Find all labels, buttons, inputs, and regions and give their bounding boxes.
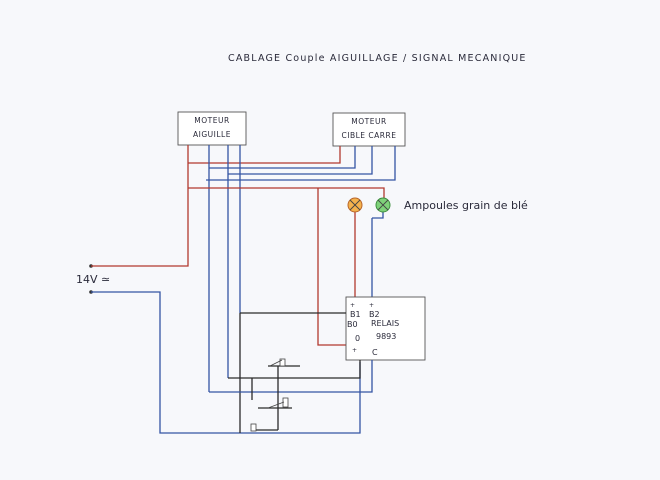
wire-blue-top3 [206, 146, 396, 181]
motor-switch-line2: AIGUILLE [193, 130, 231, 139]
diagram-title: CABLAGE Couple AIGUILLAGE / SIGNAL MECAN… [228, 53, 527, 64]
motor-target-line1: MOTEUR [351, 117, 386, 126]
orange-lamp-icon [347, 197, 363, 213]
wire-red-supply [91, 188, 189, 267]
green-lamp-icon [375, 197, 391, 213]
relay-name: RELAIS [371, 319, 399, 328]
motor-switch-box: MOTEUR AIGUILLE [177, 111, 247, 146]
relay-plus3: + [352, 347, 357, 354]
relay-box: + + B1 B2 B0 RELAIS 9893 0 C + [345, 296, 426, 361]
motor-switch-line1: MOTEUR [194, 116, 229, 125]
relay-plus2: + [369, 302, 374, 309]
wire-red-top [188, 146, 341, 164]
lamps: Ampoules grain de blé [317, 188, 528, 346]
wire-red-orange-lamp [317, 188, 356, 346]
motor-target-line2: CIBLE CARRE [342, 131, 397, 140]
wire-red-lamp-feed [188, 187, 385, 198]
wire-blue-supply [91, 291, 361, 434]
wire-black-relay-0 [228, 360, 361, 379]
bus-wires [187, 145, 396, 392]
relay-plus1: + [350, 302, 355, 309]
switch-contacts-icon [250, 358, 289, 432]
relay-terminal-c: C [372, 348, 378, 357]
wire-blue-top1 [209, 146, 356, 169]
wire-blue-relay-c [209, 360, 373, 393]
wire-blue-top2 [228, 146, 373, 175]
motor-target-box: MOTEUR CIBLE CARRE [332, 112, 406, 147]
relay-terminal-0: 0 [355, 334, 360, 343]
relay-terminal-b2: B2 [369, 310, 380, 319]
relay-terminal-b0: B0 [347, 320, 358, 329]
lamps-label: Ampoules grain de blé [404, 199, 528, 212]
supply-14v: 14V ≃ [76, 188, 361, 434]
relay-ref: 9893 [376, 332, 396, 341]
supply-label: 14V ≃ [76, 273, 110, 286]
relay-terminal-b1: B1 [350, 310, 361, 319]
